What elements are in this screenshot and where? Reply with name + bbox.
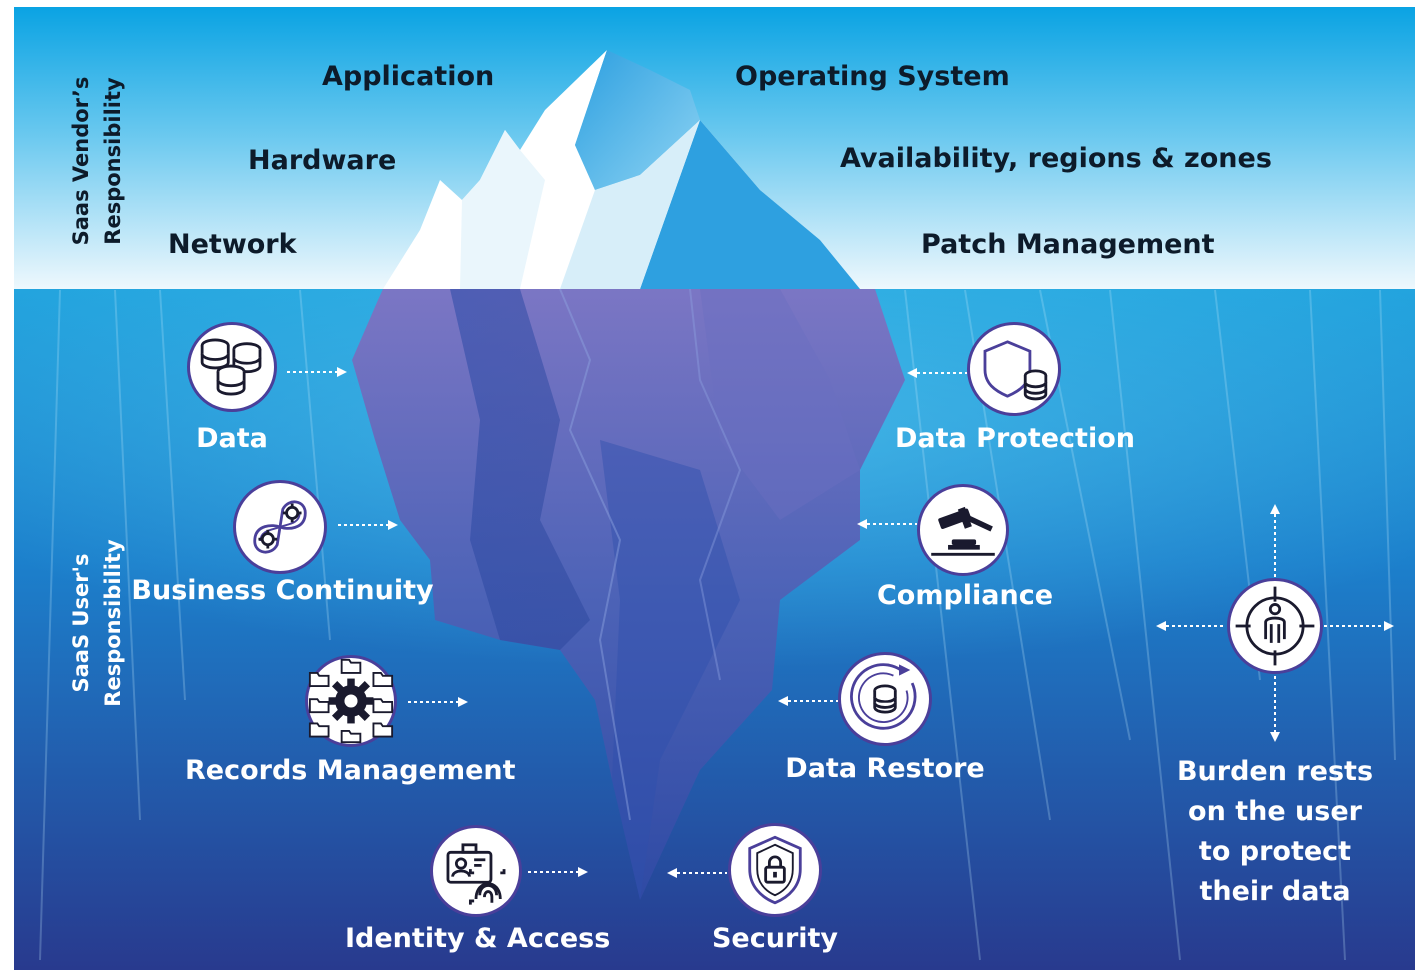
operating-system-label: Operating System xyxy=(735,61,1010,92)
burden-label: Burden rests on the user to protect thei… xyxy=(1165,752,1385,912)
burden-line-1: Burden rests xyxy=(1176,756,1374,787)
gear-folders-icon xyxy=(305,655,397,747)
records-management-label: Records Management xyxy=(185,755,516,786)
hardware-label: Hardware xyxy=(248,145,397,176)
data-label: Data xyxy=(196,423,268,454)
vendor-side-label: Saas Vendor’s Responsibility xyxy=(65,61,129,261)
vendor-side-label-line-2: Responsibility xyxy=(101,77,125,245)
user-side-label-line-1: SaaS User's xyxy=(69,553,93,693)
burden-cross-arrows xyxy=(1156,504,1394,742)
data-protection-arrow xyxy=(907,368,967,378)
burden-line-4: their data xyxy=(1199,876,1351,907)
availability-label: Availability, regions & zones xyxy=(840,143,1272,174)
identity-access-arrow xyxy=(528,867,588,877)
gavel-icon xyxy=(917,484,1009,576)
person-target-icon xyxy=(1227,578,1323,674)
infinity-gears-icon xyxy=(233,480,327,574)
light-rays xyxy=(39,289,1396,961)
compliance-arrow xyxy=(857,519,917,529)
security-arrow xyxy=(667,868,727,878)
data-protection-label: Data Protection xyxy=(895,423,1135,454)
database-restore-icon xyxy=(838,652,932,746)
iceberg-above xyxy=(383,50,860,289)
user-side-label: SaaS User's Responsibility xyxy=(65,523,129,723)
user-side-label-line-2: Responsibility xyxy=(101,539,125,707)
vendor-side-label-line-1: Saas Vendor’s xyxy=(69,76,93,246)
business-continuity-label: Business Continuity xyxy=(131,575,434,606)
id-fingerprint-icon xyxy=(430,825,522,917)
shield-database-icon xyxy=(967,322,1061,416)
network-label: Network xyxy=(168,229,297,260)
security-label: Security xyxy=(711,923,839,954)
burden-line-2: on the user xyxy=(1188,796,1362,827)
identity-access-label: Identity & Access xyxy=(345,923,611,954)
database-stack-icon xyxy=(187,322,277,412)
application-label: Application xyxy=(322,61,495,92)
patch-management-label: Patch Management xyxy=(921,229,1215,260)
data-restore-arrow xyxy=(778,696,838,706)
data-arrow xyxy=(287,367,347,377)
business-continuity-arrow xyxy=(338,520,398,530)
records-management-arrow xyxy=(408,697,468,707)
burden-line-3: to protect xyxy=(1198,836,1352,867)
iceberg-underwater xyxy=(352,288,905,900)
data-restore-label: Data Restore xyxy=(785,753,985,784)
compliance-label: Compliance xyxy=(876,580,1054,611)
shield-lock-icon xyxy=(728,823,822,917)
